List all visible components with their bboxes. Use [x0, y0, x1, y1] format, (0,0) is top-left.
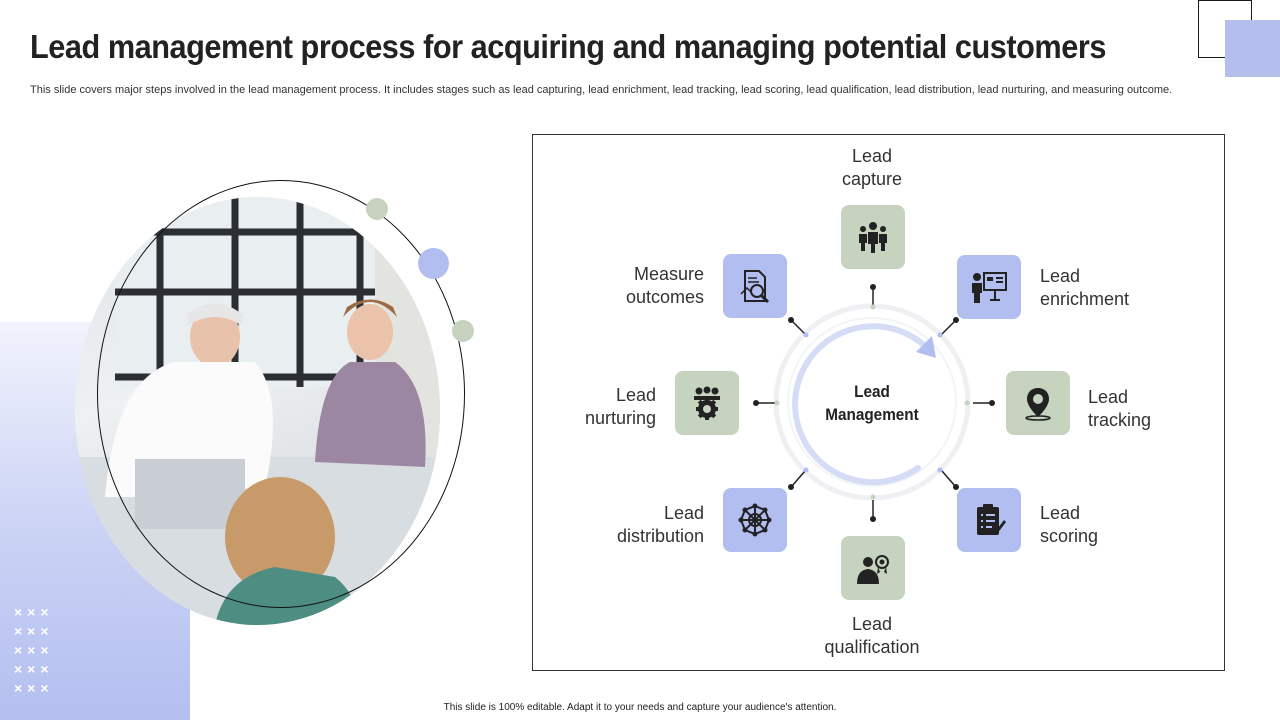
presentation-icon: [972, 272, 1007, 303]
lead-enrichment-box: [957, 255, 1021, 319]
lead-qualification-box: [841, 536, 905, 600]
measure-outcomes-box: [723, 254, 787, 318]
businessman-award-icon: [857, 555, 889, 584]
lead-distribution-label: Lead distribution: [616, 503, 704, 546]
center-label: Lead Management: [807, 380, 937, 426]
lead-tracking-box: [1006, 371, 1070, 435]
lead-tracking-label: Lead tracking: [1088, 387, 1152, 430]
lead-capture-box: [841, 205, 905, 269]
x-pattern-decoration: ×××××××××××××××: [14, 604, 54, 696]
ring-dot-green-top: [366, 198, 388, 220]
lead-enrichment-label: Lead enrichment: [1040, 266, 1130, 309]
checklist-icon: [977, 504, 1006, 535]
lead-scoring-label: Lead scoring: [1040, 503, 1099, 546]
slide-subtitle: This slide covers major steps involved i…: [30, 84, 1173, 96]
team-icon: [859, 222, 887, 253]
ring-dot-blue: [418, 248, 449, 279]
slide-title: Lead management process for acquiring an…: [30, 28, 1106, 65]
lead-qualification-label: Lead qualification: [824, 614, 920, 657]
location-pin-icon: [1025, 388, 1051, 421]
footer-note: This slide is 100% editable. Adapt it to…: [443, 702, 837, 713]
measure-outcomes-label: Measure outcomes: [625, 264, 704, 307]
center-label-line1: Lead: [854, 382, 890, 401]
corner-filled-square: [1225, 20, 1280, 77]
network-icon: [738, 503, 772, 537]
lead-scoring-box: [957, 488, 1021, 552]
ring-dot-green-right: [452, 320, 474, 342]
lead-distribution-box: [723, 488, 787, 552]
center-label-line2: Management: [825, 405, 919, 424]
photo-ring-outline: [97, 180, 465, 608]
analysis-document-icon: [740, 270, 770, 304]
lead-nurturing-label: Lead nurturing: [584, 385, 656, 428]
group-gear-icon: [694, 386, 720, 420]
lead-nurturing-box: [675, 371, 739, 435]
lead-capture-label: Lead capture: [841, 146, 903, 189]
